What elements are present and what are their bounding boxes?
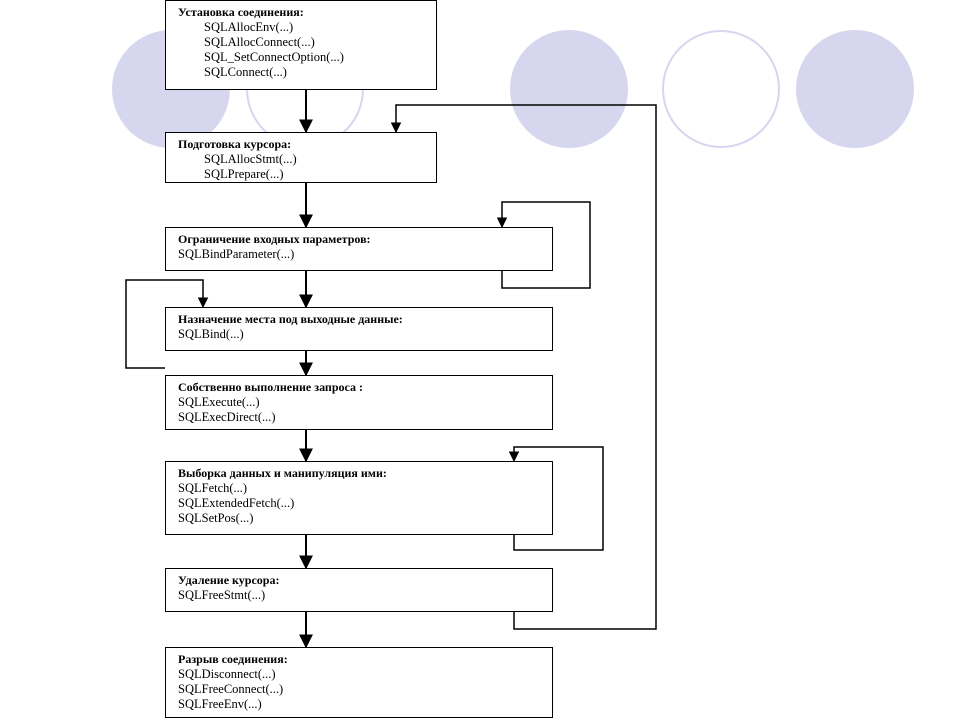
block-connection-setup: Установка соединения: SQLAllocEnv(...) S…	[165, 0, 437, 90]
block-cursor-free: Удаление курсора: SQLFreeStmt(...)	[165, 568, 553, 612]
block-execute: Собственно выполнение запроса : SQLExecu…	[165, 375, 553, 430]
function-call: SQLFreeConnect(...)	[178, 682, 284, 696]
block-title: Разрыв соединения:	[178, 652, 288, 666]
block-fetch: Выборка данных и манипуляция ими: SQLFet…	[165, 461, 553, 535]
block-title: Подготовка курсора:	[178, 137, 292, 151]
function-call: SQLFreeStmt(...)	[178, 588, 266, 602]
decorative-circle-4	[662, 30, 780, 148]
block-title: Ограничение входных параметров:	[178, 232, 371, 246]
block-title: Назначение места под выходные данные:	[178, 312, 403, 326]
function-call: SQLBindParameter(...)	[178, 247, 295, 261]
function-call: SQLExtendedFetch(...)	[178, 496, 295, 510]
function-call: SQLBind(...)	[178, 327, 244, 341]
function-call: SQLAllocStmt(...)	[204, 152, 297, 166]
function-call: SQL_SetConnectOption(...)	[204, 50, 344, 64]
function-call: SQLPrepare(...)	[204, 167, 284, 181]
function-call: SQLAllocEnv(...)	[204, 20, 294, 34]
loop-return-to-cursor	[390, 104, 657, 630]
loop-output-bind	[125, 279, 209, 369]
function-call: SQLExecDirect(...)	[178, 410, 276, 424]
block-title: Выборка данных и манипуляция ими:	[178, 466, 387, 480]
function-call: SQLExecute(...)	[178, 395, 260, 409]
function-call: SQLDisconnect(...)	[178, 667, 276, 681]
decorative-circle-3	[510, 30, 628, 148]
loop-input-params	[496, 201, 591, 289]
function-call: SQLFreeEnv(...)	[178, 697, 262, 711]
block-cursor-prep: Подготовка курсора: SQLAllocStmt(...) SQ…	[165, 132, 437, 183]
function-call: SQLAllocConnect(...)	[204, 35, 315, 49]
function-call: SQLConnect(...)	[204, 65, 287, 79]
block-output-bind: Назначение места под выходные данные: SQ…	[165, 307, 553, 351]
block-title: Собственно выполнение запроса :	[178, 380, 363, 394]
loop-fetch	[508, 446, 604, 551]
function-call: SQLSetPos(...)	[178, 511, 254, 525]
function-call: SQLFetch(...)	[178, 481, 248, 495]
block-input-params: Ограничение входных параметров: SQLBindP…	[165, 227, 553, 271]
block-title: Удаление курсора:	[178, 573, 280, 587]
block-title: Установка соединения:	[178, 5, 304, 19]
decorative-circle-5	[796, 30, 914, 148]
block-disconnect: Разрыв соединения: SQLDisconnect(...) SQ…	[165, 647, 553, 718]
